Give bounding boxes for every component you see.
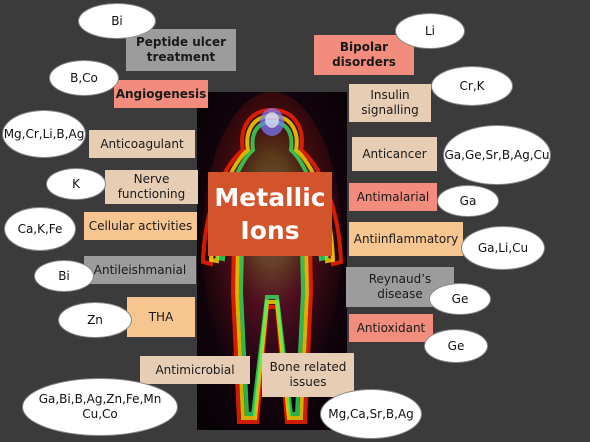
ion-oval-antioxidant: Ge <box>424 329 488 363</box>
label-cellular-activities: Cellular activities <box>84 212 197 240</box>
label-bipolar-disorders: Bipolar disorders <box>314 35 414 75</box>
label-bone-related-issues: Bone related issues <box>262 353 354 397</box>
ion-oval-insulin: Cr,K <box>431 66 513 106</box>
label-antiinflammatory: Antiinflammatory <box>349 222 463 256</box>
metallic-ions-title: Metallic Ions <box>208 172 332 256</box>
ion-oval-angiogenesis: B,Co <box>49 60 119 96</box>
ion-oval-antimicrobial: Ga,Bi,B,Ag,Zn,Fe,Mn Cu,Co <box>22 378 178 436</box>
ion-oval-peptide-ulcer: Bi <box>78 3 156 39</box>
ion-oval-reynaud: Ge <box>429 283 491 315</box>
label-insulin-signalling: Insulin signalling <box>349 84 431 122</box>
ion-oval-antimalarial: Ga <box>437 185 499 217</box>
ion-oval-anticancer: Ga,Ge,Sr,B,Ag,Cu <box>443 125 551 185</box>
ion-oval-cellular: Ca,K,Fe <box>4 207 76 251</box>
ion-oval-antileishmanial: Bi <box>34 260 94 292</box>
ion-oval-anticoagulant: Mg,Cr,Li,B,Ag <box>2 110 86 158</box>
ion-oval-tha: Zn <box>58 302 132 338</box>
label-angiogenesis: Angiogenesis <box>114 80 208 108</box>
ion-oval-nerve: K <box>46 168 106 200</box>
label-anticancer: Anticancer <box>352 137 437 171</box>
ion-oval-bipolar: Li <box>395 13 465 49</box>
label-antileishmanial: Antileishmanial <box>84 256 196 284</box>
label-antimalarial: Antimalarial <box>349 183 437 211</box>
label-tha: THA <box>127 297 195 337</box>
ion-oval-bone: Mg,Ca,Sr,B,Ag <box>320 389 422 439</box>
label-anticoagulant: Anticoagulant <box>89 130 195 158</box>
label-antioxidant: Antioxidant <box>349 314 433 342</box>
ion-oval-antiinflammatory: Ga,Li,Cu <box>461 226 545 270</box>
label-peptide-ulcer: Peptide ulcer treatment <box>126 29 236 71</box>
label-nerve-functioning: Nerve functioning <box>105 170 198 204</box>
label-antimicrobial: Antimicrobial <box>140 356 250 384</box>
